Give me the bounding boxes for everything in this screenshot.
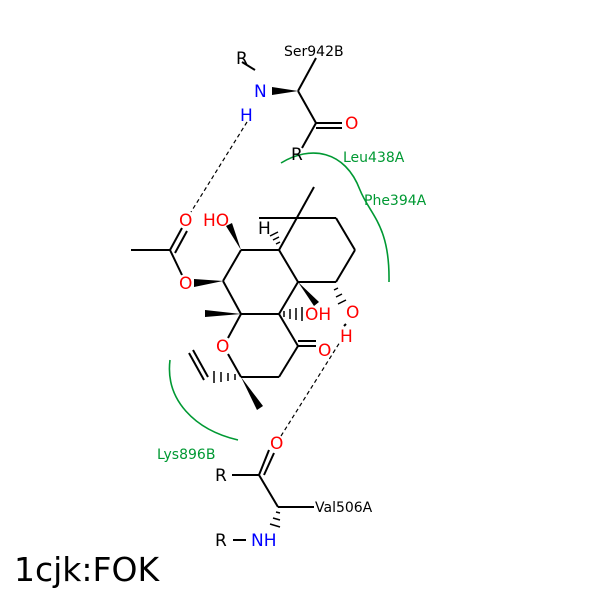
atom-r: R xyxy=(291,145,303,165)
atom-o: O xyxy=(216,337,229,357)
hbonds xyxy=(190,121,341,437)
bonds xyxy=(131,57,356,541)
complex-title: 1cjk:FOK xyxy=(14,550,160,589)
atom-o: O xyxy=(179,274,192,294)
residue-lys896b: Lys896B xyxy=(157,447,215,463)
residue-labels: Ser942B Leu438A Phe394A Lys896B Val506A xyxy=(157,44,427,516)
residue-val506a: Val506A xyxy=(315,500,373,516)
atom-labels: R N H O R O O HO H OH O H O O O R R NH xyxy=(179,49,359,551)
atom-h: H xyxy=(258,219,271,239)
atom-n: N xyxy=(254,82,267,102)
atom-r: R xyxy=(236,49,248,69)
hydrophobic-contacts xyxy=(168,152,390,441)
atom-h: H xyxy=(240,106,253,126)
atom-r: R xyxy=(215,466,227,486)
residue-leu438a: Leu438A xyxy=(343,150,405,166)
atom-o: O xyxy=(318,341,331,361)
hash-bonds xyxy=(213,231,347,528)
wedges xyxy=(194,87,319,410)
hbond-val xyxy=(280,341,341,437)
atom-oh: OH xyxy=(305,305,331,325)
hydrophobic-arc-lys xyxy=(168,359,239,441)
atom-o: O xyxy=(345,114,358,134)
atom-ho: HO xyxy=(203,211,229,231)
atom-o: O xyxy=(346,303,359,323)
hydrophobic-arc-leu-phe xyxy=(280,152,390,283)
atom-r: R xyxy=(215,531,227,551)
atom-nh: NH xyxy=(251,531,277,551)
residue-phe394a: Phe394A xyxy=(364,193,427,209)
atom-h: H xyxy=(340,327,353,347)
residue-ser942b: Ser942B xyxy=(284,44,344,60)
hbond-ser xyxy=(190,121,248,213)
atom-o: O xyxy=(270,434,283,454)
atom-o: O xyxy=(179,211,192,231)
